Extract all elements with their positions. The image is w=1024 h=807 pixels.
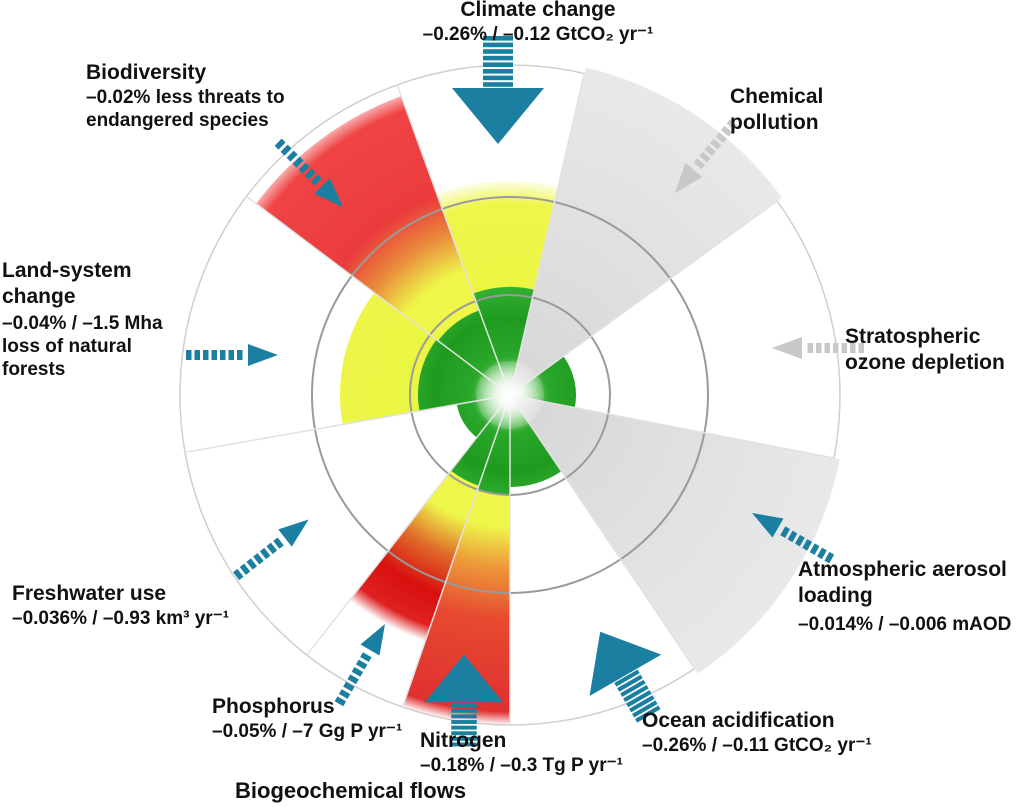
label-phosphorus: Phosphorus –0.05% / –7 Gg P yr⁻¹	[212, 694, 402, 743]
sector-divider	[509, 394, 696, 670]
label-land-system: Land-system change –0.04% / –1.5 Mha los…	[2, 258, 163, 381]
label-ocean-title: Ocean acidification	[642, 709, 835, 732]
sector-dividers	[184, 73, 835, 725]
label-biogeochemical-flows: Biogeochemical flows	[235, 778, 467, 803]
label-ozone-line2: ozone depletion	[845, 351, 1005, 374]
label-biodiversity-v2: endangered species	[86, 110, 269, 131]
arrow-freshwater	[233, 519, 309, 581]
label-climate-change: Climate change –0.26% / –0.12 GtCO₂ yr⁻¹	[423, 0, 654, 46]
sector-divider	[245, 195, 511, 396]
label-nitrogen-title: Nitrogen	[420, 729, 507, 752]
arrow-ocean-acidification	[589, 631, 662, 723]
label-climate-value: –0.26% / –0.12 GtCO₂ yr⁻¹	[422, 24, 654, 45]
arrow-phosphorus	[334, 624, 385, 707]
arrow-climate-change	[452, 36, 544, 144]
label-biodiversity: Biodiversity –0.02% less threats to enda…	[86, 60, 285, 132]
label-aerosol-value: –0.014% / –0.006 mAOD	[798, 614, 1012, 635]
arrow-ozone-depletion	[772, 337, 864, 359]
sector-chemical-pollution	[510, 67, 782, 395]
label-land-line1: Land-system	[2, 259, 132, 282]
label-aerosol-line1: Atmospheric aerosol	[798, 558, 1007, 581]
sector-divider	[184, 394, 511, 454]
label-land-v1: –0.04% / –1.5 Mha	[2, 313, 163, 334]
label-freshwater: Freshwater use –0.036% / –0.93 km³ yr⁻¹	[12, 581, 229, 630]
label-phosphorus-value: –0.05% / –7 Gg P yr⁻¹	[212, 721, 403, 742]
sector-aerosol-loading	[510, 395, 840, 674]
label-ozone: Stratospheric ozone depletion	[845, 324, 1005, 376]
sector-divider	[401, 394, 511, 708]
sector-divider	[509, 394, 835, 459]
label-freshwater-title: Freshwater use	[12, 582, 167, 605]
sector-climate-safe	[473, 286, 535, 395]
arrow-land-system	[186, 344, 278, 366]
label-land-v3: forests	[2, 359, 66, 380]
label-ozone-line1: Stratospheric	[845, 325, 981, 348]
label-land-v2: loss of natural	[2, 336, 132, 357]
sector-divider	[509, 200, 778, 396]
label-chemical-pollution: Chemical pollution	[730, 84, 823, 136]
label-chemical-line2: pollution	[730, 111, 819, 134]
label-nitrogen: Nitrogen –0.18% / –0.3 Tg P yr⁻¹	[420, 728, 623, 777]
arrow-layer	[186, 36, 864, 747]
sector-divider	[306, 394, 511, 656]
sector-layer	[256, 67, 840, 727]
arrow-nitrogen	[424, 654, 504, 747]
label-biodiversity-v1: –0.02% less threats to	[86, 87, 285, 108]
sector-biodiversity	[256, 96, 510, 396]
sector-divider	[396, 84, 511, 396]
arrow-aerosol-loading	[752, 513, 835, 564]
label-ocean: Ocean acidification –0.26% / –0.11 GtCO₂…	[642, 708, 872, 757]
label-land-line2: change	[2, 285, 76, 308]
label-aerosol-line2: loading	[798, 584, 873, 607]
center-glow	[476, 361, 544, 429]
label-chemical-line1: Chemical	[730, 85, 824, 108]
label-ocean-value: –0.26% / –0.11 GtCO₂ yr⁻¹	[642, 735, 872, 756]
label-aerosol: Atmospheric aerosol loading –0.014% / –0…	[798, 557, 1011, 636]
sector-divider	[509, 73, 585, 396]
label-climate-title: Climate change	[460, 0, 616, 21]
arrow-chemical-pollution	[674, 119, 738, 193]
label-biodiversity-title: Biodiversity	[86, 61, 207, 84]
label-freshwater-value: –0.036% / –0.93 km³ yr⁻¹	[12, 608, 230, 629]
arrow-biodiversity	[274, 138, 344, 208]
label-nitrogen-value: –0.18% / –0.3 Tg P yr⁻¹	[420, 755, 623, 776]
label-phosphorus-title: Phosphorus	[212, 695, 335, 718]
